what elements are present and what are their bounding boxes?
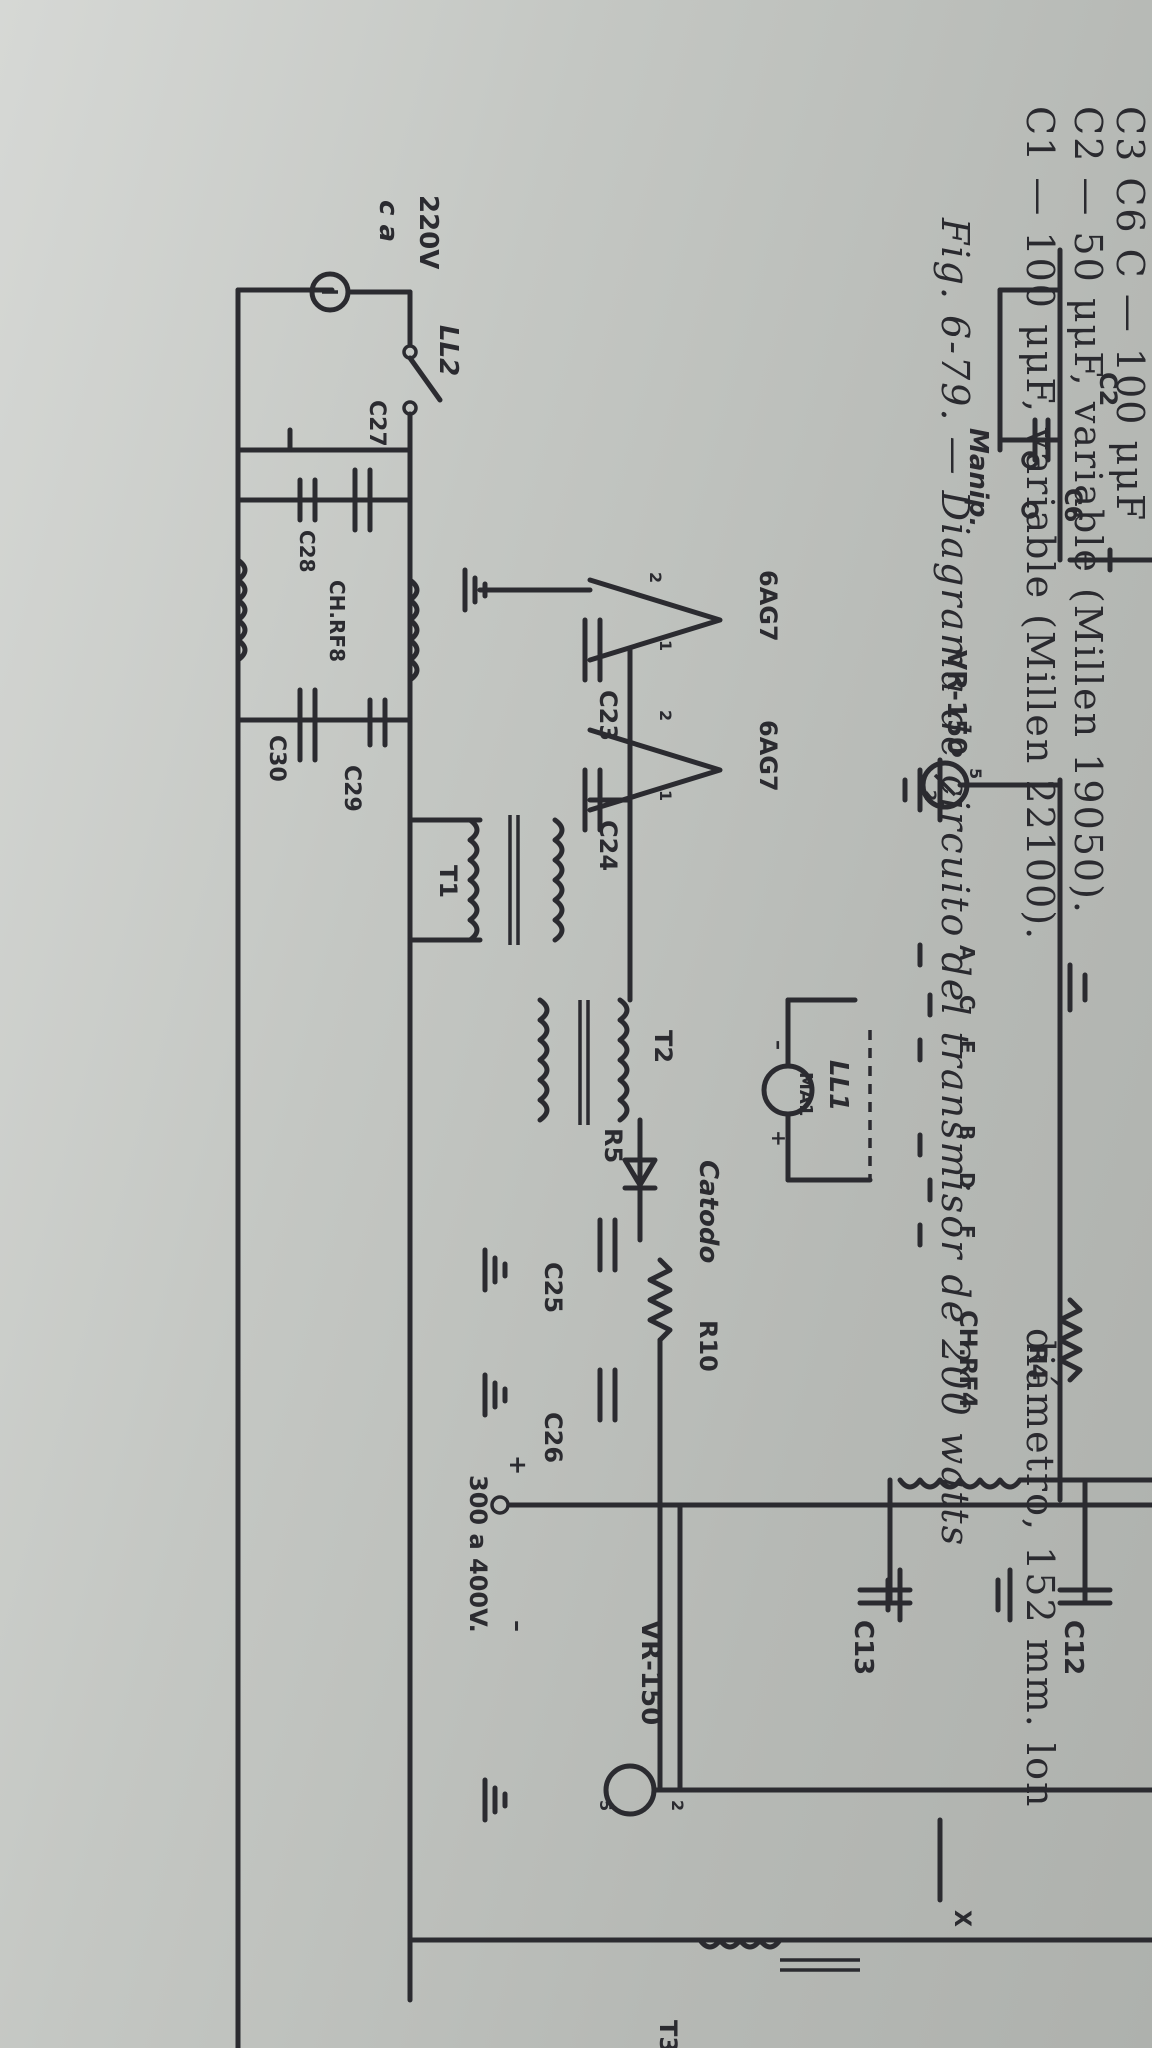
hv-terminal (490, 1495, 510, 1515)
label-220v: 220V (413, 195, 443, 269)
label-c6: C6 (1059, 488, 1087, 522)
caption-line-c1: C1 — 100 μμF, variable (Millen 22100). (1018, 106, 1062, 942)
label-switch-ll1: LL1 (823, 1060, 853, 1111)
label-pin-2b: 2 (656, 710, 675, 721)
ground-symbol (462, 567, 488, 613)
switch-contacts (917, 942, 933, 1248)
caption-line-c3: C3 C6 C — 100 μμF (1108, 106, 1152, 523)
label-meter-plus: + (767, 1130, 791, 1147)
label-pin-2: 2 (921, 790, 940, 801)
label-t3: T3 (654, 2020, 682, 2048)
ground-symbol (482, 1777, 508, 1823)
transformer-t3-coil (697, 1937, 783, 1950)
label-hv-range: 300 a 400V. (464, 1475, 492, 1633)
figure-title: Fig. 6-79. — Diagrama de circuito del tr… (933, 218, 977, 1548)
transformer-t1-primary (467, 817, 480, 943)
label-sw-f: F (955, 1225, 979, 1239)
label-c12: C12 (1058, 1620, 1088, 1675)
transformer-t2-primary (537, 997, 550, 1123)
rectifier-rs-symbol (622, 1157, 658, 1188)
label-pin-2a: 2 (646, 572, 665, 583)
label-pin-2c: 2 (668, 1800, 687, 1811)
label-sw-d: D (955, 1172, 979, 1189)
label-c29: C29 (339, 765, 364, 812)
ground-symbol (885, 1567, 903, 1623)
ground-symbol (1067, 962, 1088, 1013)
figure-caption: Fig. 6-79. — Diagrama de circuito del tr… (852, 88, 1152, 1988)
label-hv-plus: + (504, 1455, 532, 1475)
key-terminal (1021, 501, 1039, 519)
label-vr150-bottom: VR-150 (635, 1620, 665, 1725)
label-c25: C25 (539, 1262, 567, 1313)
label-r10: R10 (694, 1320, 722, 1372)
label-c27: C27 (364, 400, 389, 447)
label-tube-6ag7-2: 6AG7 (754, 720, 782, 792)
label-meter-ma1: MA1 (795, 1072, 816, 1116)
vr150-top-symbol (920, 760, 970, 810)
label-t2: T2 (649, 1030, 677, 1063)
label-pin-1a: 1 (656, 640, 675, 651)
ground-symbol (482, 1247, 508, 1293)
label-c30: C30 (264, 735, 289, 782)
transformer-t2-secondary (617, 997, 630, 1123)
label-sw-a: A (955, 945, 979, 961)
label-sw-c: C (955, 995, 979, 1010)
label-chrf4: CH.RF4 (954, 1310, 982, 1408)
label-meter-minus: – (767, 1040, 791, 1050)
resistor-r4 (1057, 1297, 1083, 1383)
tube-6ag7-2-symbol (587, 727, 723, 813)
ground-symbol (995, 1567, 1013, 1623)
label-t1: T1 (434, 865, 462, 898)
transformer-t1-secondary (552, 817, 565, 943)
label-vr150-top: VR-150 (941, 650, 971, 755)
label-sw-e: E (955, 1040, 979, 1054)
label-c23: C23 (594, 690, 622, 741)
label-pin-5c: 5 (596, 1800, 615, 1811)
label-switch-ll2: LL2 (433, 325, 463, 376)
label-pin-1b: 1 (656, 790, 675, 801)
label-c2: C2 (1094, 372, 1122, 406)
caption-line-right: diámetro, 152 mm. lon (1018, 1328, 1062, 1809)
label-rs: R5 (599, 1128, 627, 1163)
label-manip: Manip. (963, 428, 993, 527)
label-r4: R4 (1024, 1345, 1052, 1380)
label-catodo: Catodo (693, 1160, 723, 1263)
ground-symbol (902, 757, 943, 823)
choke-chrf8-coil (407, 577, 420, 683)
label-pin-5: 5 (966, 768, 985, 779)
ground-symbol (482, 1372, 508, 1418)
choke-chrf4-coil (897, 1477, 1023, 1490)
resistor-r10 (647, 1257, 673, 1343)
caption-line-c2: C2 — 50 μμF, variable (Millen 19050). (1066, 106, 1110, 916)
choke-coil (235, 557, 248, 663)
label-ca: c a (373, 200, 403, 242)
label-sw-b: B (955, 1125, 979, 1140)
label-x: X (949, 1910, 974, 1927)
label-c13: C13 (848, 1620, 878, 1675)
switch-ll2-blade (407, 355, 443, 403)
tube-6ag7-1-symbol (587, 577, 723, 663)
label-c24: C24 (594, 820, 622, 871)
label-hv-minus: – (504, 1620, 532, 1632)
label-c26: C26 (539, 1412, 567, 1463)
label-chrf8: CH.RF8 (325, 580, 349, 662)
label-tube-6ag7-1: 6AG7 (754, 570, 782, 642)
key-terminal (1021, 451, 1039, 469)
label-c28: C28 (295, 530, 319, 573)
